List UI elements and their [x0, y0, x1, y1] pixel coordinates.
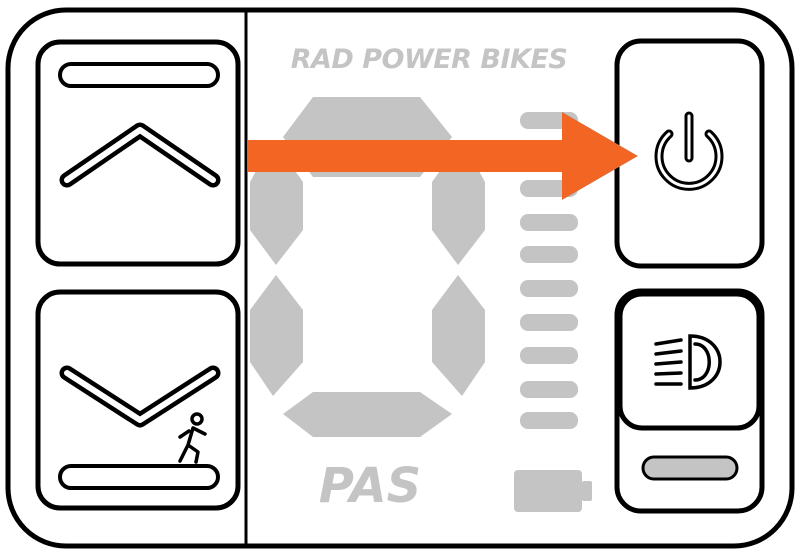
segment-lower-left — [250, 275, 303, 396]
light-button[interactable] — [614, 288, 765, 514]
up-button[interactable] — [35, 39, 241, 267]
power-icon — [654, 111, 724, 191]
power-button[interactable] — [614, 38, 765, 269]
assist-level-bar — [520, 347, 578, 364]
assist-level-bar — [520, 280, 578, 297]
assist-level-bar — [520, 381, 578, 398]
chevron-down-icon — [59, 365, 221, 428]
arrow-right-icon — [248, 112, 638, 200]
battery-icon — [514, 470, 592, 512]
brand-logo-text: RAD POWER BIKES — [290, 44, 568, 75]
walk-assist-icon — [178, 412, 207, 464]
down-button[interactable] — [35, 289, 241, 511]
headlight-icon — [654, 334, 722, 390]
assist-mode-label: PAS — [318, 458, 422, 514]
assist-level-bar — [520, 246, 578, 263]
assist-level-bar — [520, 412, 578, 429]
chevron-up-icon — [59, 122, 221, 188]
segment-bottom — [283, 392, 452, 437]
assist-level-bar — [520, 314, 578, 331]
down-button-bottom-bar — [58, 464, 220, 490]
up-button-top-bar — [58, 62, 220, 88]
assist-level-bar — [520, 214, 578, 231]
segment-lower-right — [432, 275, 485, 396]
light-indicator-bar — [641, 455, 739, 481]
